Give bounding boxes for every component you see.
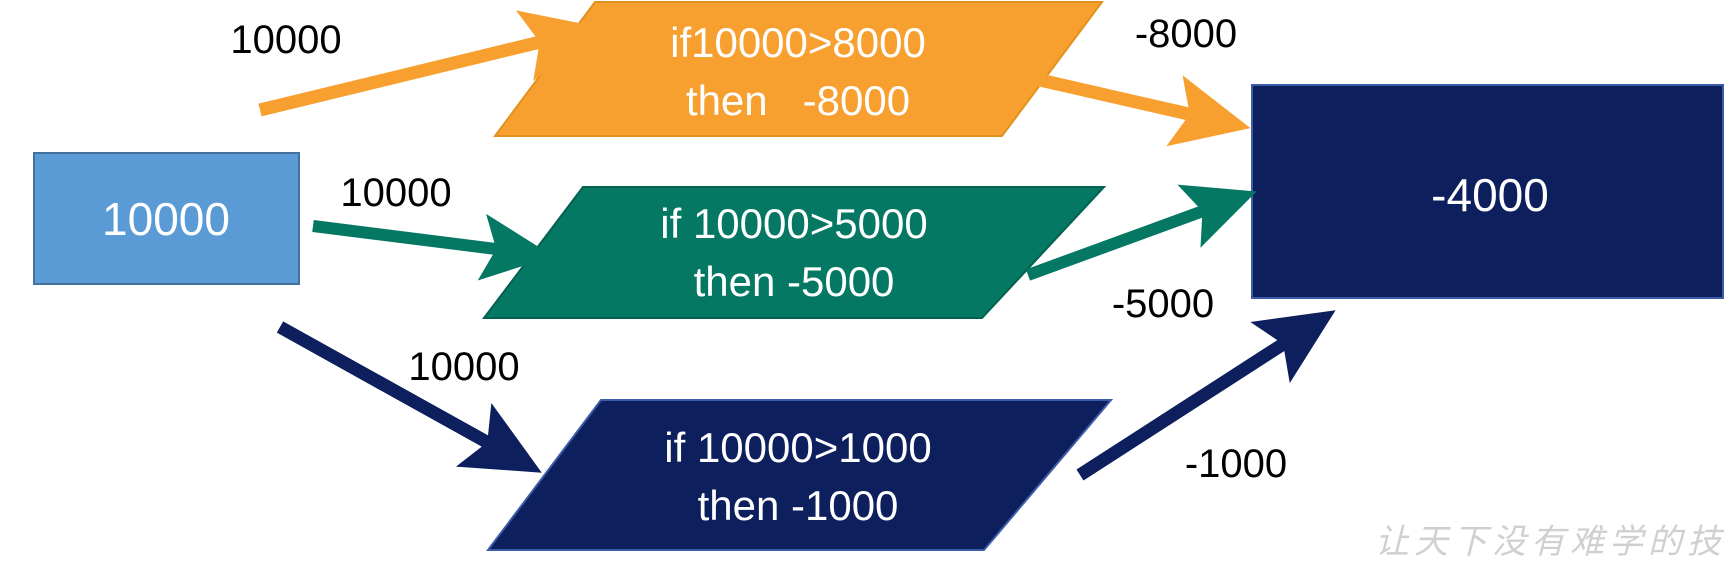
- output-box-label: -4000: [1431, 169, 1549, 221]
- arrow-top-in-label: 10000: [230, 18, 341, 62]
- input-box: [33, 152, 300, 285]
- condition-middle-line2: then -5000: [694, 258, 895, 305]
- condition-middle-line1: if 10000>5000: [660, 200, 927, 247]
- arrow-middle-to-output: [1025, 184, 1257, 281]
- arrow-bottom-out-label: -1000: [1185, 442, 1287, 486]
- condition-bottom-shape: [485, 399, 1114, 551]
- input-box-label: 10000: [102, 193, 230, 245]
- condition-bottom-line1: if 10000>1000: [664, 424, 931, 471]
- condition-top-line2: then -8000: [686, 77, 910, 124]
- arrow-input-to-middle: [312, 213, 554, 281]
- arrow-bottom-in-label: 10000: [408, 345, 519, 389]
- arrow-top-out-label: -8000: [1135, 12, 1237, 56]
- arrow-middle-in-label: 10000: [340, 171, 451, 215]
- condition-bottom-line2: then -1000: [698, 482, 899, 529]
- arrow-top-to-output: [1038, 73, 1251, 147]
- condition-top-shape: [493, 1, 1104, 137]
- arrow-input-to-bottom: [276, 321, 542, 473]
- watermark: 让天下没有难学的技: [1375, 523, 1726, 561]
- condition-top-line1: if10000>8000: [670, 19, 926, 66]
- output-box: [1251, 84, 1724, 299]
- arrow-middle-out-label: -5000: [1112, 282, 1214, 326]
- arrow-bottom-to-output: [1076, 310, 1336, 481]
- arrow-input-to-top: [258, 10, 601, 117]
